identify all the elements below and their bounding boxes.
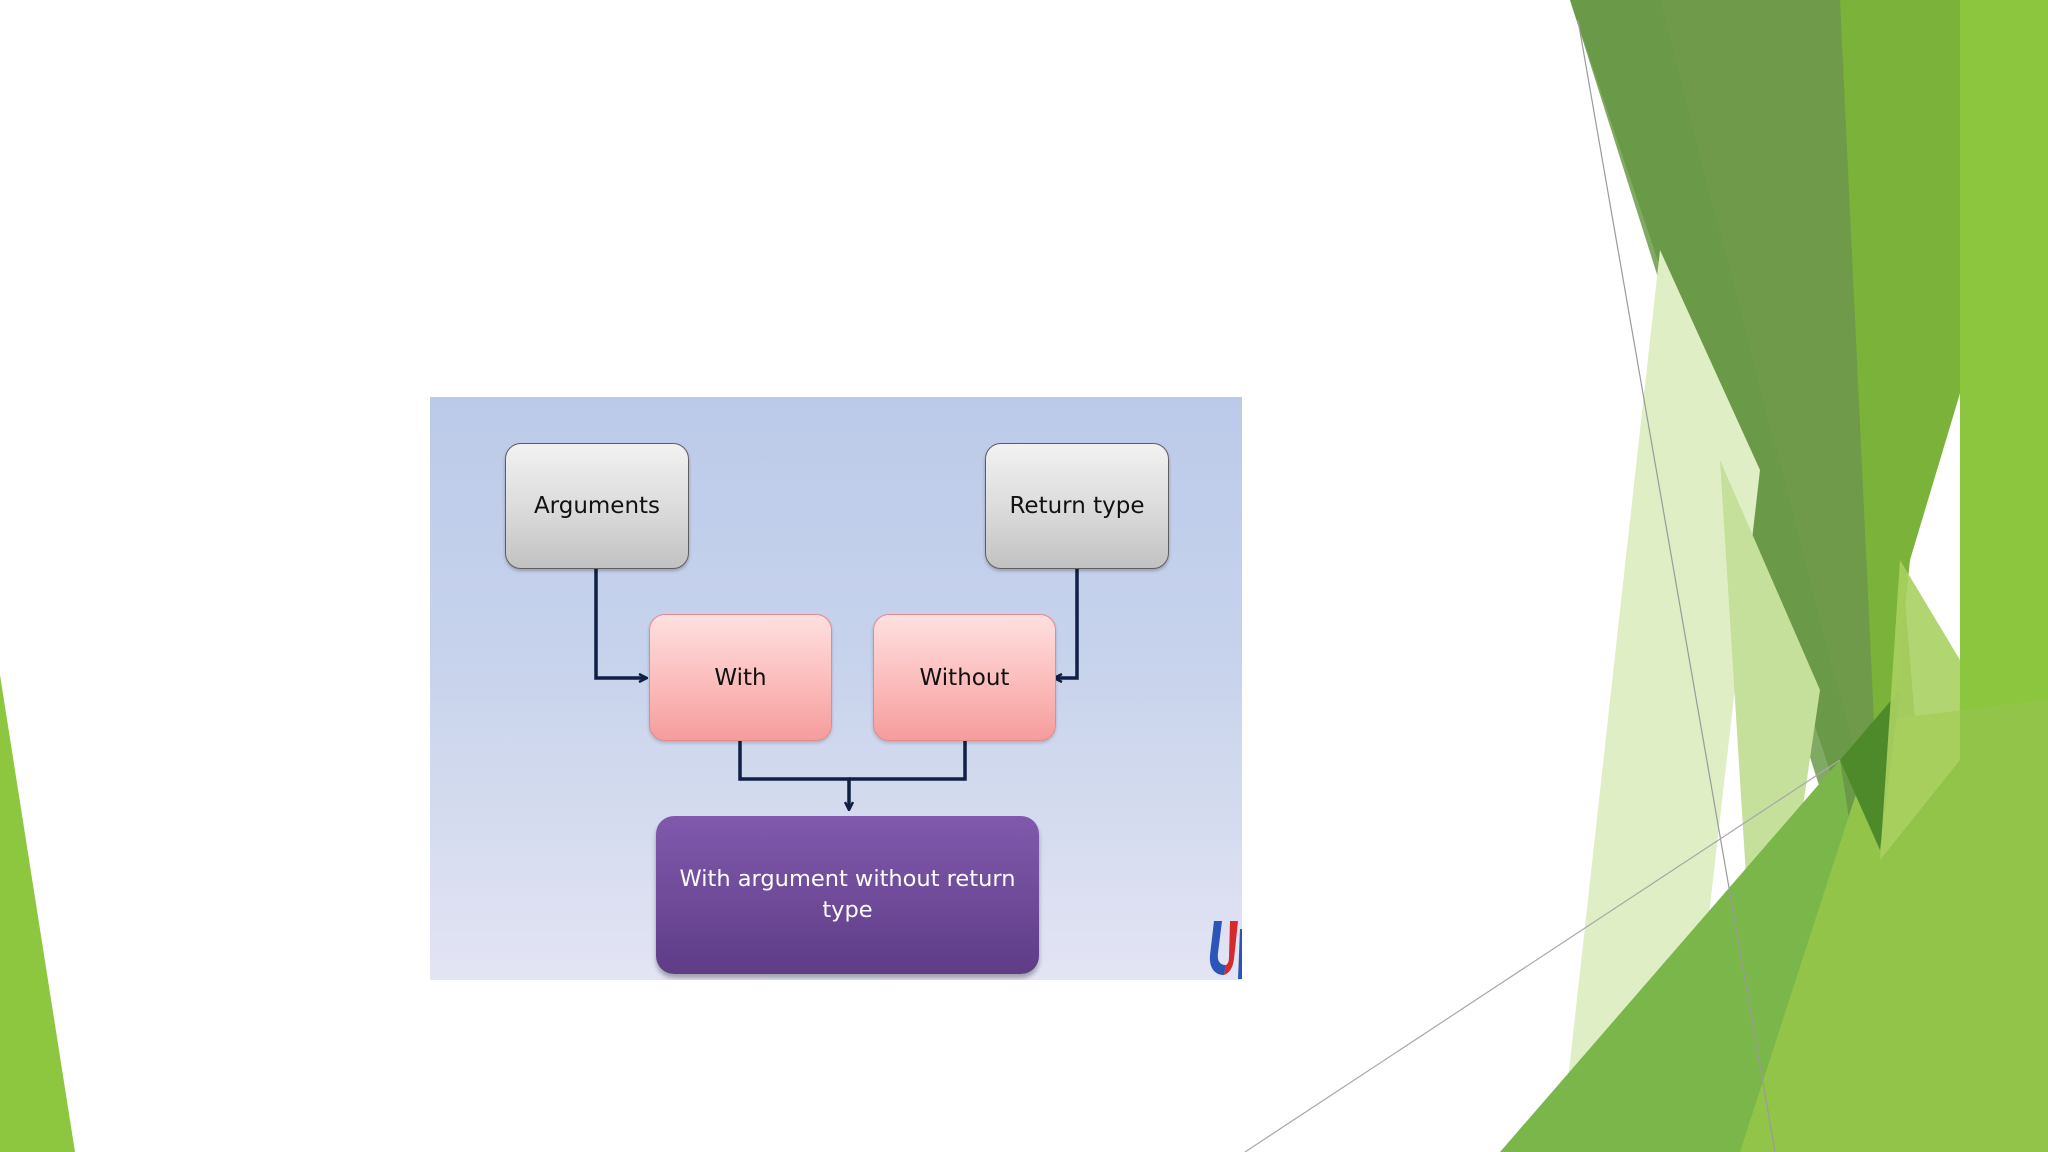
right-facet-lime: [1880, 560, 1960, 860]
thin-line-diagonal: [1244, 759, 1841, 1152]
node-result-label: With argument without return type: [679, 866, 1016, 923]
node-without: Without: [873, 614, 1056, 741]
node-with: With: [649, 614, 832, 741]
node-with-label: With: [714, 664, 767, 691]
node-return-type: Return type: [985, 443, 1169, 569]
left-green-sliver: [0, 675, 75, 1152]
u-logo-icon: [1209, 921, 1242, 979]
edge-without-result: [849, 741, 967, 781]
right-facet-green-low: [1740, 700, 2048, 1152]
node-without-label: Without: [919, 664, 1010, 691]
diagram-panel: Arguments Return type With Without With …: [430, 397, 1242, 980]
right-facet-pale: [1720, 460, 1820, 1100]
node-result: With argument without return type: [656, 816, 1039, 974]
node-return-type-label: Return type: [1009, 493, 1145, 519]
node-arguments: Arguments: [505, 443, 689, 569]
edge-arguments-with: [594, 569, 646, 678]
right-facet-light: [1560, 250, 1760, 1152]
edge-return-type-without: [1055, 569, 1079, 678]
thin-line-vertical: [1577, 19, 1776, 1152]
node-arguments-label: Arguments: [533, 493, 661, 519]
edge-with-result: [738, 741, 849, 809]
connectors: [594, 569, 1079, 980]
